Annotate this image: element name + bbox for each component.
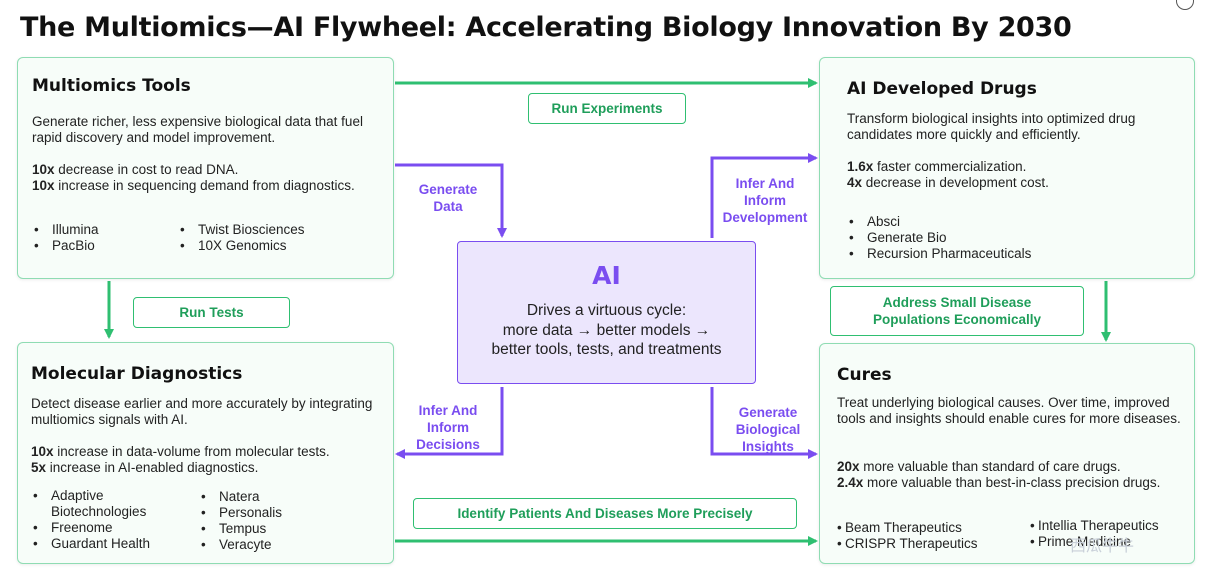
multiomics-tools-card: Multiomics Tools Generate richer, less e… <box>17 57 394 279</box>
list-item: CRISPR Therapeutics <box>837 536 1012 552</box>
run-tests-label: Run Tests <box>133 297 290 328</box>
multiomics-stat-2: 10x increase in sequencing demand from d… <box>32 178 355 193</box>
drugs-companies: Absci Generate Bio Recursion Pharmaceuti… <box>847 214 1147 262</box>
diagnostics-companies-right: Natera Personalis Tempus Veracyte <box>199 489 329 553</box>
watermark: 西瓜牛牛 <box>1070 538 1135 555</box>
infer-inform-development-label: Infer And Inform Development <box>722 176 808 225</box>
list-item: Tempus <box>199 521 329 537</box>
ai-line-2: more data → better models → <box>502 322 711 339</box>
list-item: Natera <box>199 489 329 505</box>
cures-description: Treat underlying biological causes. Over… <box>837 395 1181 426</box>
infer-inform-decisions-label: Infer And Inform Decisions <box>416 403 480 452</box>
diagnostics-stat-2: 5x increase in AI-enabled diagnostics. <box>31 460 259 475</box>
list-item: Adaptive Biotechnologies <box>31 488 181 520</box>
cures-card: Cures Treat underlying biological causes… <box>819 343 1195 564</box>
drugs-stat-2: 4x decrease in development cost. <box>847 175 1049 190</box>
list-item: PacBio <box>32 238 172 254</box>
multiomics-tools-description: Generate richer, less expensive biologic… <box>32 114 363 145</box>
page-title: The Multiomics—AI Flywheel: Accelerating… <box>20 12 1072 43</box>
ai-developed-drugs-heading: AI Developed Drugs <box>847 79 1037 99</box>
list-item: Personalis <box>199 505 329 521</box>
cures-heading: Cures <box>837 365 892 385</box>
drugs-stat-1: 1.6x faster commercialization. <box>847 159 1027 174</box>
generate-data-label: Generate Data <box>418 182 478 214</box>
cures-stat-1: 20x more valuable than standard of care … <box>837 459 1121 474</box>
list-item: Beam Therapeutics <box>837 520 1012 536</box>
arrow-generate-data <box>395 163 507 238</box>
ai-line-3: better tools, tests, and treatments <box>491 341 722 358</box>
list-item: Guardant Health <box>31 536 181 552</box>
arrow-generate-insights <box>710 387 818 459</box>
diagnostics-stat-1: 10x increase in data-volume from molecul… <box>31 444 330 459</box>
ai-developed-drugs-description: Transform biological insights into optim… <box>847 111 1136 142</box>
ai-center-box: AI Drives a virtuous cycle: more data → … <box>457 241 756 384</box>
identify-patients-label: Identify Patients And Diseases More Prec… <box>413 498 797 529</box>
arrow-infer-development <box>710 153 818 238</box>
run-experiments-label: Run Experiments <box>528 93 686 124</box>
arrow-infer-decisions <box>395 387 504 459</box>
list-item: Freenome <box>31 520 181 536</box>
ai-developed-drugs-card: AI Developed Drugs Transform biological … <box>819 57 1195 279</box>
ai-title: AI <box>592 261 621 290</box>
multiomics-stat-1: 10x decrease in cost to read DNA. <box>32 162 239 177</box>
list-item: Absci <box>847 214 1147 230</box>
list-item: Twist Biosciences <box>178 222 358 238</box>
molecular-diagnostics-card: Molecular Diagnostics Detect disease ear… <box>17 342 394 564</box>
list-item: Generate Bio <box>847 230 1147 246</box>
cures-stat-2: 2.4x more valuable than best-in-class pr… <box>837 475 1161 490</box>
list-item: Prime Medicine <box>1030 534 1190 550</box>
multiomics-companies-right: Twist Biosciences 10X Genomics <box>178 222 358 254</box>
generate-biological-insights-label: Generate Biological Insights <box>735 405 801 454</box>
list-item: Illumina <box>32 222 172 238</box>
molecular-diagnostics-heading: Molecular Diagnostics <box>31 364 243 384</box>
multiomics-companies-left: Illumina PacBio <box>32 222 172 254</box>
multiomics-tools-heading: Multiomics Tools <box>32 76 191 96</box>
list-item: Intellia Therapeutics <box>1030 518 1190 534</box>
cures-companies-left: Beam Therapeutics CRISPR Therapeutics <box>837 520 1012 552</box>
list-item: Recursion Pharmaceuticals <box>847 246 1147 262</box>
list-item: 10X Genomics <box>178 238 358 254</box>
diagnostics-companies-left: Adaptive Biotechnologies Freenome Guarda… <box>31 488 181 552</box>
list-item: Veracyte <box>199 537 329 553</box>
molecular-diagnostics-description: Detect disease earlier and more accurate… <box>31 396 373 427</box>
ai-line-1: Drives a virtuous cycle: <box>526 302 687 319</box>
cures-companies-right: Intellia Therapeutics Prime Medicine <box>1030 518 1190 550</box>
address-small-populations-label: Address Small Disease Populations Econom… <box>830 286 1084 336</box>
